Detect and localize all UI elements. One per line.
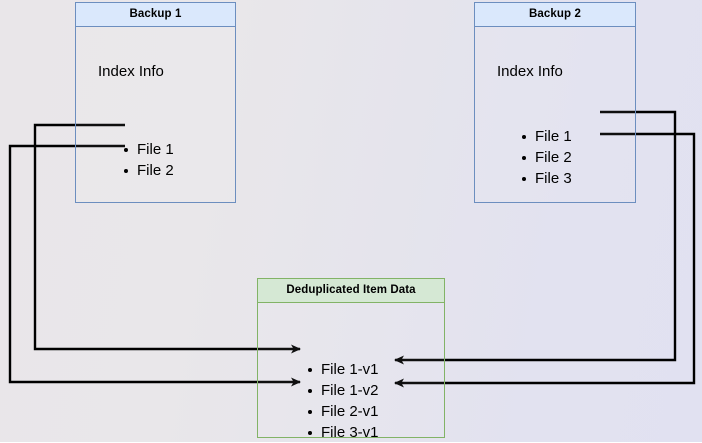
list-item: File 3 (519, 168, 572, 189)
list-item: File 1-v2 (305, 380, 379, 401)
list-item: File 2-v1 (305, 401, 379, 422)
backup2-file-list: File 1 File 2 File 3 (519, 126, 572, 189)
dedup-item-list: File 1-v1 File 1-v2 File 2-v1 File 3-v1 (305, 359, 379, 443)
node-backup2[interactable]: Backup 2 Index Info File 1 File 2 File 3 (474, 2, 636, 203)
list-item: File 3-v1 (305, 422, 379, 443)
backup1-index-label: Index Info (98, 63, 164, 80)
node-backup1-body: Index Info File 1 File 2 (76, 27, 235, 202)
node-backup2-header: Backup 2 (475, 3, 635, 27)
list-item: File 2 (121, 160, 174, 181)
node-backup2-body: Index Info File 1 File 2 File 3 (475, 27, 635, 202)
list-item: File 1-v1 (305, 359, 379, 380)
list-item: File 1 (121, 139, 174, 160)
list-item: File 2 (519, 147, 572, 168)
list-item: File 1 (519, 126, 572, 147)
node-dedup-header: Deduplicated Item Data (258, 279, 444, 303)
node-backup1[interactable]: Backup 1 Index Info File 1 File 2 (75, 2, 236, 203)
backup1-file-list: File 1 File 2 (121, 139, 174, 181)
node-backup1-header: Backup 1 (76, 3, 235, 27)
node-deduplicated-item-data[interactable]: Deduplicated Item Data File 1-v1 File 1-… (257, 278, 445, 441)
node-dedup-body: File 1-v1 File 1-v2 File 2-v1 File 3-v1 (258, 303, 444, 441)
backup2-index-label: Index Info (497, 63, 563, 80)
